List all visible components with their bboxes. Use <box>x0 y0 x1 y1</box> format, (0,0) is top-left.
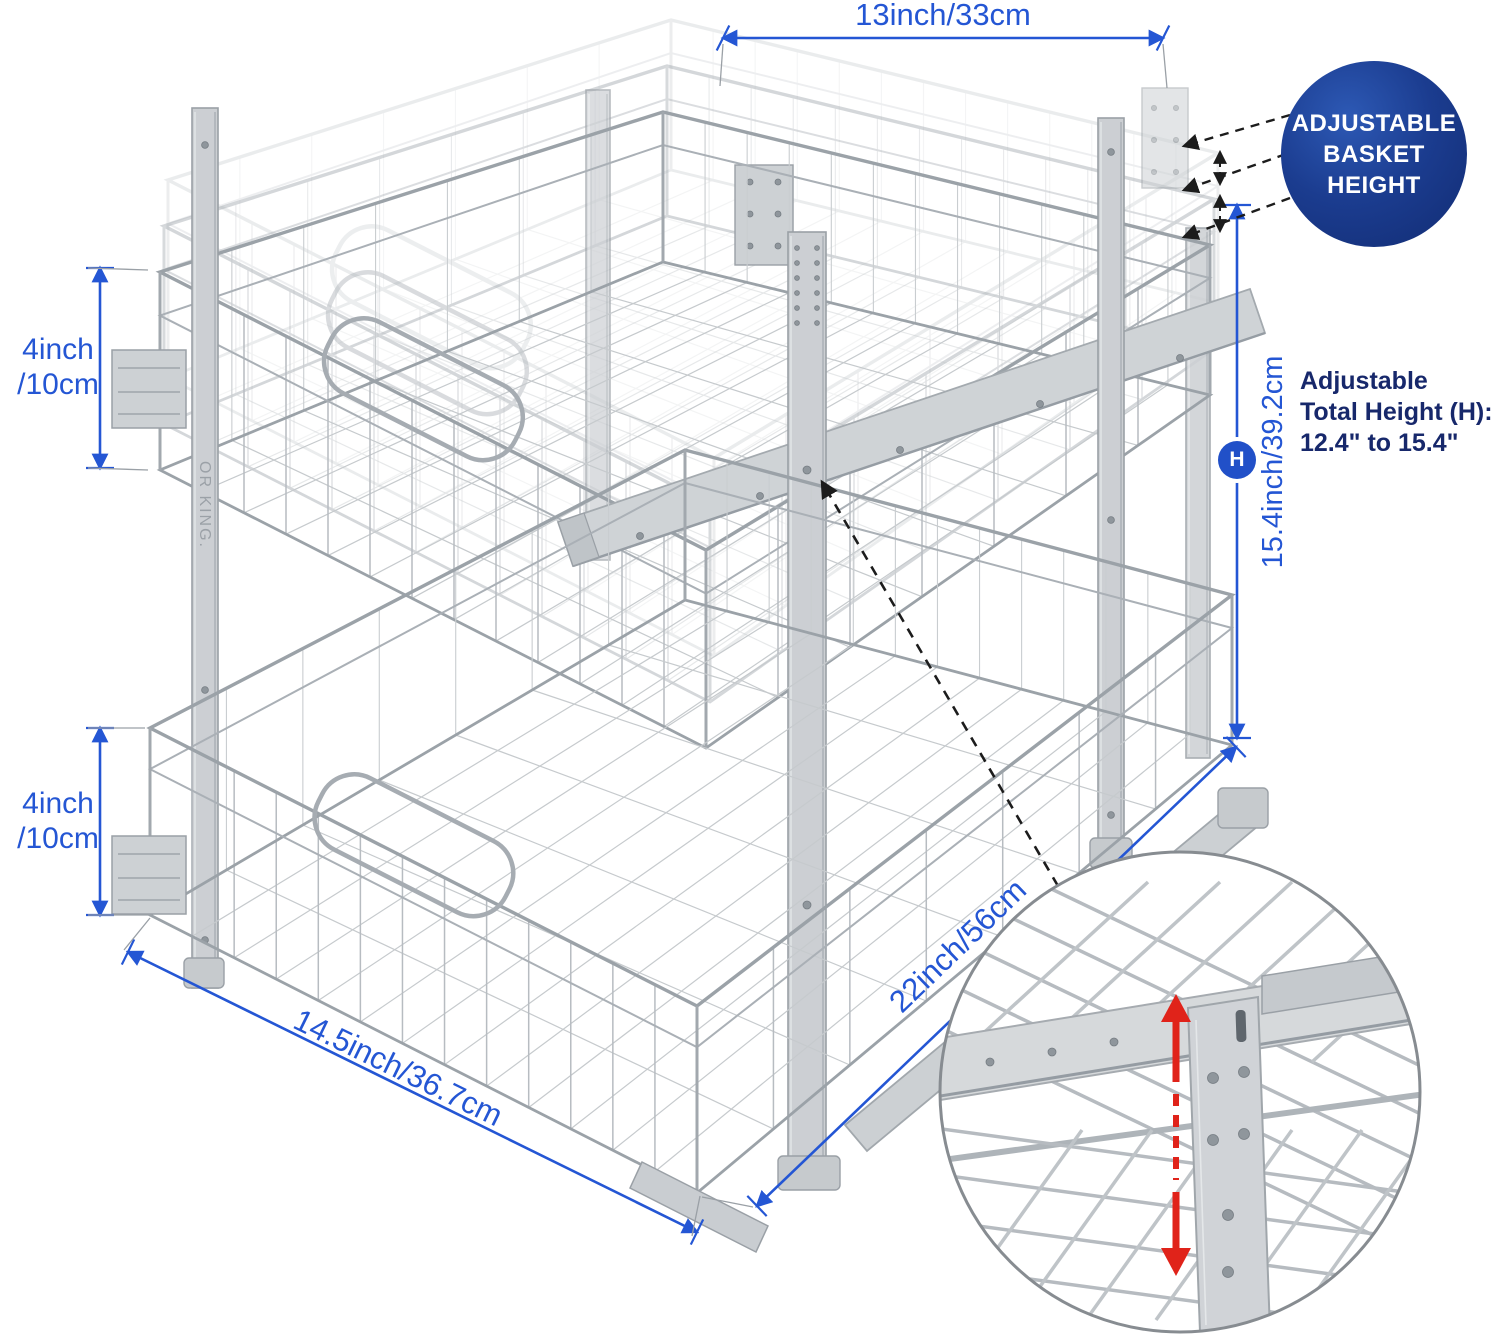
connector-arrow <box>820 479 1060 887</box>
dim-total-height-label: 15.4inch/39.2cm <box>1257 355 1290 569</box>
dim-upper-basket-height-label: 4inch /10cm <box>17 333 99 401</box>
badge-line: HEIGHT <box>1327 171 1421 199</box>
note-line: Adjustable <box>1300 367 1428 395</box>
adjust-direction-arrows <box>1161 994 1191 1276</box>
badge-line: ADJUSTABLE <box>1291 109 1457 137</box>
adjustable-note: Adjustable Total Height (H): 12.4" to 15… <box>1300 366 1493 459</box>
adjustable-basket-height-badge: ADJUSTABLE BASKET HEIGHT <box>1281 61 1467 247</box>
dim-top-width-label: 13inch/33cm <box>855 0 1031 33</box>
dimension-lines <box>86 25 1291 1246</box>
note-line: 12.4" to 15.4" <box>1300 429 1459 457</box>
height-marker-badge: H <box>1218 441 1256 479</box>
dim-lower-basket-height-label: 4inch /10cm <box>17 787 99 855</box>
inset-detail <box>938 850 1422 1334</box>
ghost-basket-2 <box>163 18 1223 658</box>
note-line: Total Height (H): <box>1300 398 1493 426</box>
brand-vertical-text: OR KING. <box>196 460 213 550</box>
upper-basket <box>155 110 1215 750</box>
badge-line: BASKET <box>1323 140 1425 168</box>
